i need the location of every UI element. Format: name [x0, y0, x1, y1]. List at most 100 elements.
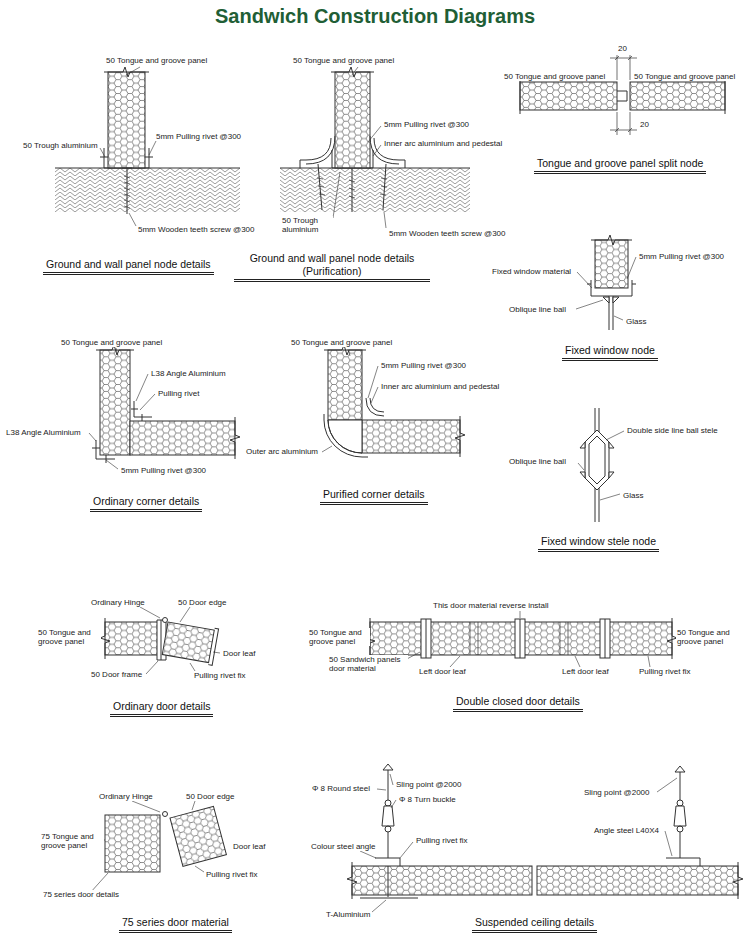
part-label: Pulling rivet fix — [205, 870, 259, 879]
ordinary-door-part-part — [162, 622, 214, 663]
ground-wall-node-purification-part — [368, 126, 381, 142]
ground-wall-node-purification-part — [306, 136, 335, 164]
purified-corner-part — [328, 420, 362, 453]
part-label: 5mm Pulling rivet @300 — [383, 120, 470, 129]
part-label: Door leaf — [222, 649, 256, 658]
detail-caption: Tongue and groove panel split node — [534, 157, 706, 174]
window-stele-node-part — [589, 436, 605, 484]
window-stele-node — [578, 408, 624, 522]
suspended-ceiling-part — [666, 858, 700, 866]
ground-wall-node-purification-part — [317, 178, 387, 198]
fixed-window-node-part — [577, 272, 592, 288]
panel-split-node-part — [520, 78, 725, 114]
part-label: 5mm Pulling rivet @300 — [638, 252, 725, 261]
suspended-ceiling-part — [382, 806, 394, 826]
window-stele-node-part — [606, 431, 624, 440]
part-label: 50 Tongue and groove panel — [676, 628, 740, 646]
series-75-door-part — [132, 801, 160, 812]
ordinary-corner-part — [140, 394, 155, 410]
suspended-ceiling-part — [391, 800, 396, 808]
part-label: Φ 8 Turn buckle — [398, 795, 457, 804]
fixed-window-node-part — [614, 316, 623, 320]
window-stele-node-part — [600, 494, 620, 500]
ground-wall-node-purification-part — [280, 168, 470, 212]
part-label: Angle steel L40X4 — [593, 826, 660, 835]
part-label: Ordinary Hinge — [98, 792, 154, 801]
fixed-window-node-part — [587, 284, 636, 285]
series-75-door-part — [105, 815, 160, 872]
window-stele-node-part — [580, 442, 614, 478]
detail-caption: Ground and wall panel node details — [43, 258, 214, 275]
fixed-window-node-part — [603, 297, 619, 303]
ground-wall-node-part — [104, 148, 149, 168]
suspended-ceiling-part — [360, 851, 376, 858]
part-label: 75 series door details — [42, 890, 120, 899]
part-label: Glass — [625, 317, 647, 326]
part-label: 50 Tongue and groove panel — [290, 338, 393, 347]
part-label: Oblique line ball — [508, 457, 567, 466]
series-75-door-part — [195, 866, 204, 872]
panel-split-node-part — [617, 91, 627, 101]
series-75-door — [90, 801, 226, 893]
suspended-ceiling-part — [675, 766, 685, 772]
part-label: Pulling rivet fix — [193, 671, 247, 680]
part-label: Pulling rivet fix — [638, 667, 692, 676]
purified-corner-part — [455, 416, 465, 457]
part-label: 5mm Pulling rivet @300 — [380, 361, 467, 370]
ground-wall-node-part — [108, 72, 145, 168]
purified-corner-part — [371, 387, 378, 403]
ground-wall-node-part — [100, 148, 105, 157]
fixed-window-node-part — [591, 235, 632, 245]
part-label: Glass — [622, 491, 644, 500]
ordinary-corner-part — [92, 409, 142, 463]
suspended-ceiling-part — [674, 806, 686, 826]
double-door-part — [520, 611, 521, 618]
part-label: Left door leaf — [561, 667, 610, 676]
detail-caption: Purified corner details — [320, 488, 428, 505]
part-label: Φ 8 Round steel — [311, 784, 371, 793]
panel-split-node-part — [520, 82, 617, 110]
purified-corner-part — [348, 349, 350, 356]
page-title: Sandwich Construction Diagrams — [215, 5, 535, 28]
part-label: 5mm Pulling rivet @300 — [155, 132, 242, 141]
suspended-ceiling-part — [388, 832, 389, 858]
suspended-ceiling-part — [385, 826, 391, 832]
suspended-ceiling-part — [388, 770, 389, 800]
part-label: 50 Door frame — [90, 670, 143, 679]
purified-corner-part — [328, 420, 362, 453]
suspended-ceiling-part — [390, 774, 393, 785]
part-label: Outer arc aluminium — [245, 447, 319, 456]
suspended-ceiling-part — [677, 800, 683, 806]
detail-caption: Suspended ceiling details — [472, 916, 597, 933]
purified-corner-part — [362, 420, 460, 453]
suspended-ceiling-part — [372, 900, 386, 912]
part-label: Oblique line ball — [508, 305, 567, 314]
detail-caption: Double closed door details — [453, 695, 583, 712]
part-label: Door leaf — [232, 842, 266, 851]
ground-wall-node-part — [149, 141, 156, 155]
part-label: 50 Tongue and groove panel — [60, 338, 163, 347]
detail-caption: 75 series door material — [119, 916, 232, 933]
ground-wall-node-part — [55, 168, 240, 212]
double-door-part — [426, 619, 605, 658]
window-stele-node-part — [585, 430, 609, 490]
fixed-window-node — [576, 235, 636, 330]
part-label: 20 — [639, 120, 650, 129]
suspended-ceiling-part — [680, 772, 681, 800]
ground-wall-node-purification-part — [333, 172, 340, 218]
panel-split-node-part — [630, 82, 725, 110]
ordinary-corner-part — [100, 350, 130, 455]
part-label: 50 Trough aluminium — [281, 216, 333, 234]
part-label: 20 — [617, 44, 628, 53]
part-label: 50 Tongue and groove panel — [292, 56, 395, 65]
ordinary-corner-part — [136, 374, 148, 401]
suspended-ceiling-part — [347, 862, 357, 899]
suspended-ceiling-part — [733, 862, 743, 899]
ground-wall-node-purification-part — [384, 212, 386, 228]
double-door-part — [648, 656, 650, 667]
part-label: Sling point @2000 — [395, 780, 463, 789]
suspended-ceiling-part — [352, 866, 532, 895]
part-label: L38 Angle Aluminium — [5, 428, 82, 437]
